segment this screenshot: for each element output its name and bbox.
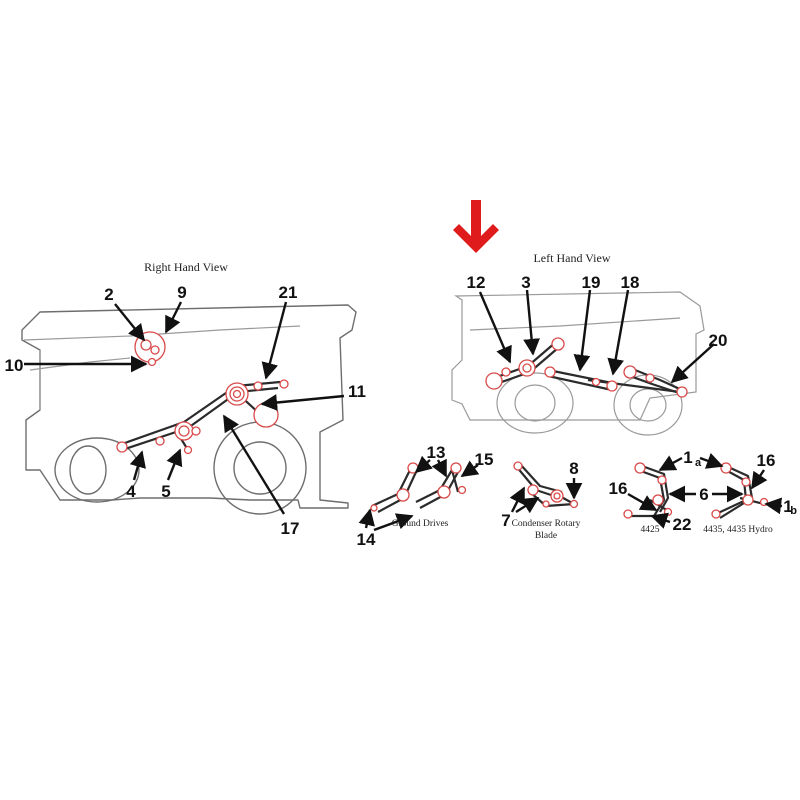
- right-combine-outline: [21, 304, 357, 515]
- ground-drives-caption: Ground Drives: [392, 519, 449, 529]
- callout-4: 4: [126, 482, 136, 501]
- condenser-inset: 7 8 Condenser Rotary Blade: [501, 459, 583, 541]
- condenser-caption-line2: Blade: [535, 531, 557, 541]
- callout-1b: 1: [783, 497, 792, 516]
- left-hand-view: Left Hand View: [451, 251, 728, 436]
- highlight-down-arrow: [453, 200, 499, 253]
- right-view-title: Right Hand View: [144, 260, 228, 274]
- callout-18: 18: [621, 273, 640, 292]
- callout-21: 21: [279, 283, 298, 302]
- caption-4425: 4425: [641, 525, 660, 535]
- callout-7: 7: [501, 511, 510, 530]
- callout-20: 20: [709, 331, 728, 350]
- callout-22: 22: [673, 515, 692, 534]
- ground-drives-inset: 13 15 14 Ground Drives: [357, 443, 494, 549]
- pulley-r4: [253, 402, 279, 428]
- right-pulleys: [116, 331, 289, 455]
- callout-5: 5: [161, 482, 170, 501]
- right-hand-view: Right Hand View: [5, 260, 366, 538]
- callout-8: 8: [569, 459, 578, 478]
- left-pulleys: [485, 337, 688, 398]
- left-callouts: 12 3 19 18 20: [467, 273, 728, 350]
- left-view-title: Left Hand View: [533, 251, 610, 265]
- callout-10: 10: [5, 356, 24, 375]
- right-callouts: 2 9 10 21 11 4 5 17: [5, 283, 366, 538]
- callout-19: 19: [582, 273, 601, 292]
- callout-11: 11: [348, 382, 366, 401]
- callout-17: 17: [281, 519, 300, 538]
- callout-6: 6: [699, 485, 708, 504]
- callout-1a-sub: a: [695, 457, 702, 469]
- callout-3: 3: [521, 273, 530, 292]
- callout-16-left: 16: [609, 479, 628, 498]
- right-leaders: [24, 301, 345, 515]
- left-front-wheel: [496, 372, 574, 434]
- callout-12: 12: [467, 273, 486, 292]
- callout-14: 14: [357, 530, 376, 549]
- callout-1a: 1: [683, 448, 692, 467]
- callout-2: 2: [104, 285, 113, 304]
- callout-9: 9: [177, 283, 186, 302]
- right-front-wheel: [54, 437, 140, 503]
- model-variant-inset: 1 a 6 16 16 1 b 22 4425 4435, 4435 Hydro: [609, 448, 798, 535]
- callout-16-right: 16: [757, 451, 776, 470]
- callout-1b-sub: b: [790, 505, 797, 517]
- left-leaders: [478, 289, 715, 384]
- condenser-caption-line1: Condenser Rotary: [512, 519, 581, 529]
- pulley-l1: [485, 372, 503, 390]
- caption-4435: 4435, 4435 Hydro: [703, 525, 773, 535]
- left-combine-outline: [451, 291, 705, 436]
- callout-13: 13: [427, 443, 446, 462]
- callout-15: 15: [475, 450, 494, 469]
